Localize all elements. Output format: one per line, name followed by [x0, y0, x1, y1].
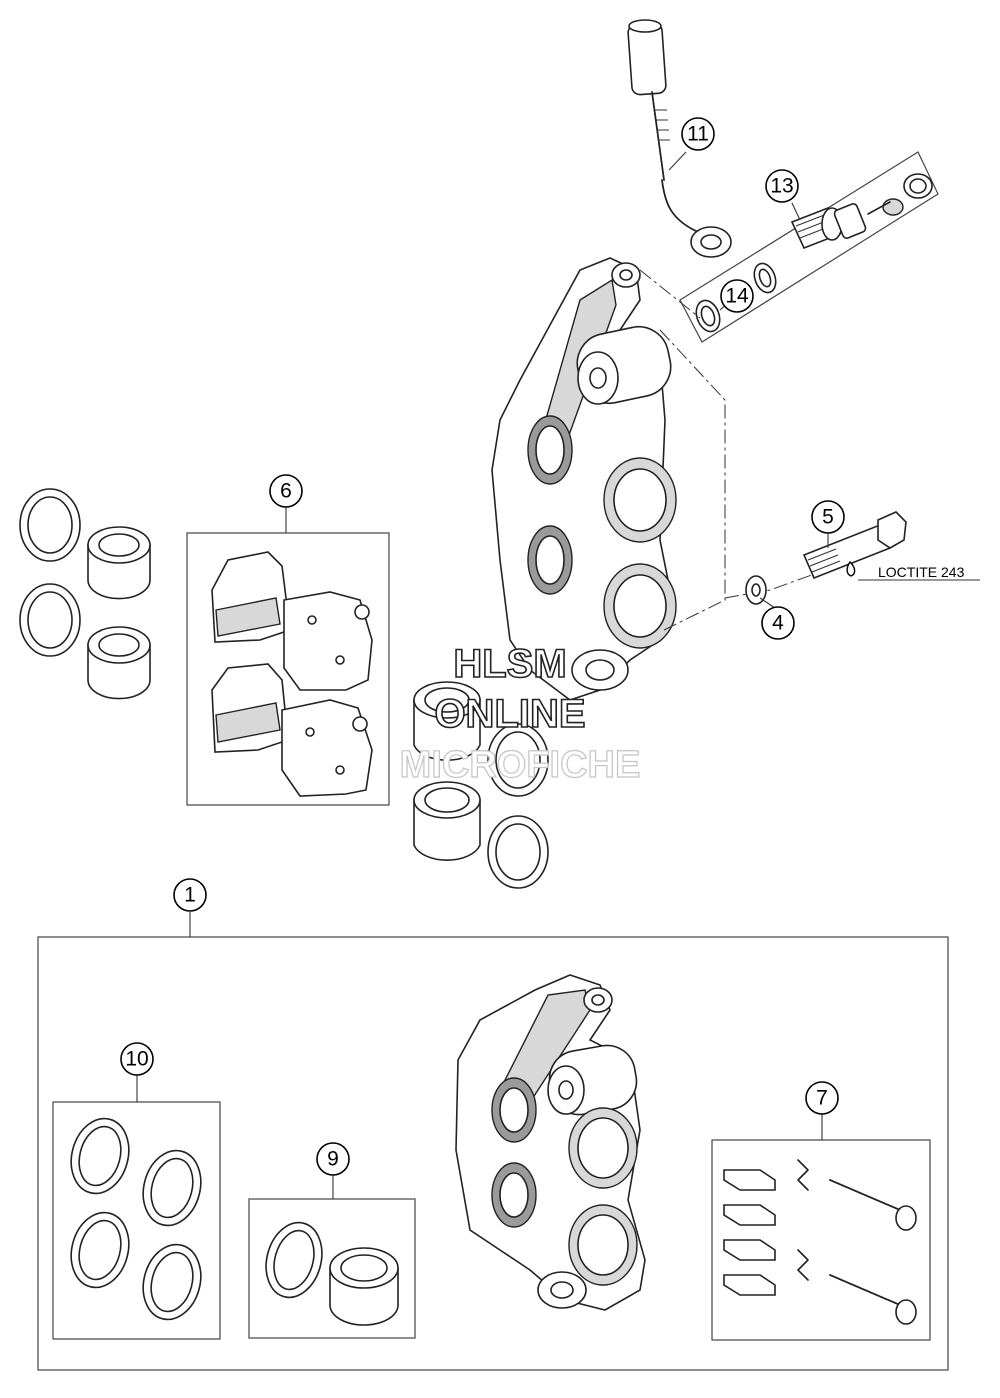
svg-text:10: 10	[125, 1048, 148, 1071]
svg-text:5: 5	[822, 506, 834, 529]
caliper-bolt-part-5	[802, 511, 980, 581]
svg-text:11: 11	[687, 123, 709, 146]
loctite-note: LOCTITE 243	[878, 564, 965, 580]
piston-kit-part-9	[265, 1221, 399, 1326]
brake-pads-frame	[186, 505, 390, 806]
seal-kit-part-10	[70, 1117, 202, 1321]
svg-text:14: 14	[725, 285, 749, 308]
callout-7: 7	[805, 1081, 839, 1115]
pin-kit-part-7	[723, 1159, 917, 1325]
callout-11: 11	[681, 117, 715, 151]
svg-text:1: 1	[184, 884, 196, 907]
seal-kit-frame	[52, 1074, 221, 1340]
sealing-washers-part-14	[695, 262, 777, 333]
brake-caliper-bottom	[455, 974, 646, 1311]
watermark-hlsm: HLSM	[453, 641, 568, 687]
piston-seal-set-center	[413, 681, 549, 889]
callout-6: 6	[269, 474, 303, 508]
piston-kit-frame	[248, 1174, 416, 1339]
callout-1: 1	[173, 878, 207, 912]
brake-line-part-11	[627, 19, 732, 258]
watermark-online: ONLINE	[434, 691, 587, 737]
watermark-microfiche: MICROFICHE	[399, 743, 641, 786]
svg-text:9: 9	[327, 1148, 339, 1171]
svg-text:6: 6	[280, 480, 292, 503]
banjo-bolt-part-13	[790, 173, 933, 250]
piston-seal-set-top-left	[19, 488, 151, 700]
callout-5: 5	[811, 500, 845, 534]
banjo-bolt-kit-frame	[679, 151, 939, 343]
svg-text:4: 4	[772, 612, 784, 635]
callout-13: 13	[765, 169, 799, 203]
callout-10: 10	[120, 1042, 154, 1076]
brake-pads-part-6	[211, 551, 373, 797]
washer-part-4	[745, 575, 767, 605]
svg-text:13: 13	[770, 175, 793, 198]
assembly-leader-lines	[639, 269, 821, 631]
svg-text:7: 7	[816, 1087, 828, 1110]
pin-kit-frame	[711, 1113, 931, 1341]
caliper-assembly-frame	[37, 912, 949, 1371]
callout-4: 4	[761, 606, 795, 640]
callout-9: 9	[316, 1142, 350, 1176]
brake-caliper-top	[491, 257, 677, 701]
callout-14: 14	[720, 279, 754, 313]
